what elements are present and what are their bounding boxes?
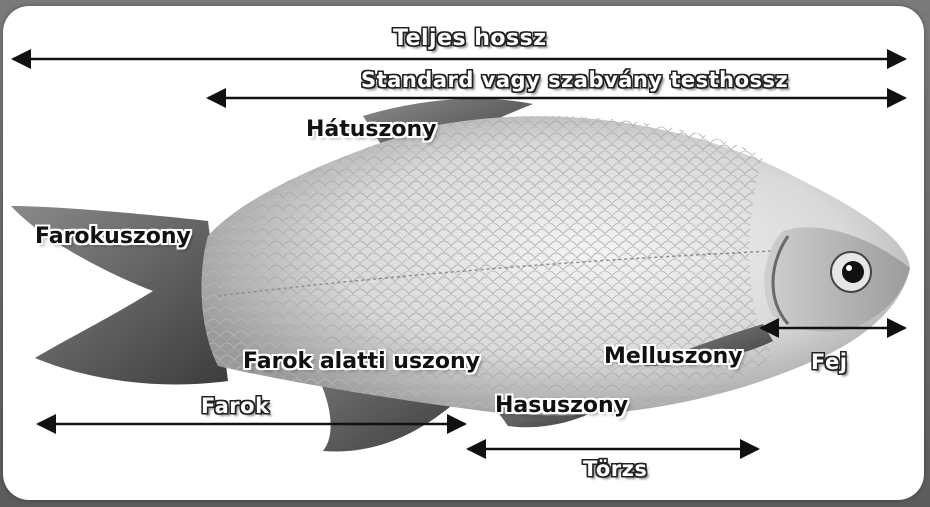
trunk-label: Törzs [583,459,647,480]
tail-label: Farok [201,396,270,417]
caudal-fin-label: Farokuszony [35,226,191,248]
standard-length-label: Standard vagy szabvány testhossz [361,70,788,91]
pupil [842,261,864,283]
pectoral-fin-label: Melluszony [604,346,743,368]
total-length-label: Teljes hossz [393,28,547,50]
diagram-card: Teljes hossz Standard vagy szabvány test… [3,6,924,500]
pelvic-fin-label: Hasuszony [495,395,628,417]
eye-highlight [846,265,852,271]
anal-fin-label: Farok alatti uszony [243,351,480,373]
head-label: Fej [811,352,847,373]
dorsal-fin-label: Hátuszony [306,119,436,141]
